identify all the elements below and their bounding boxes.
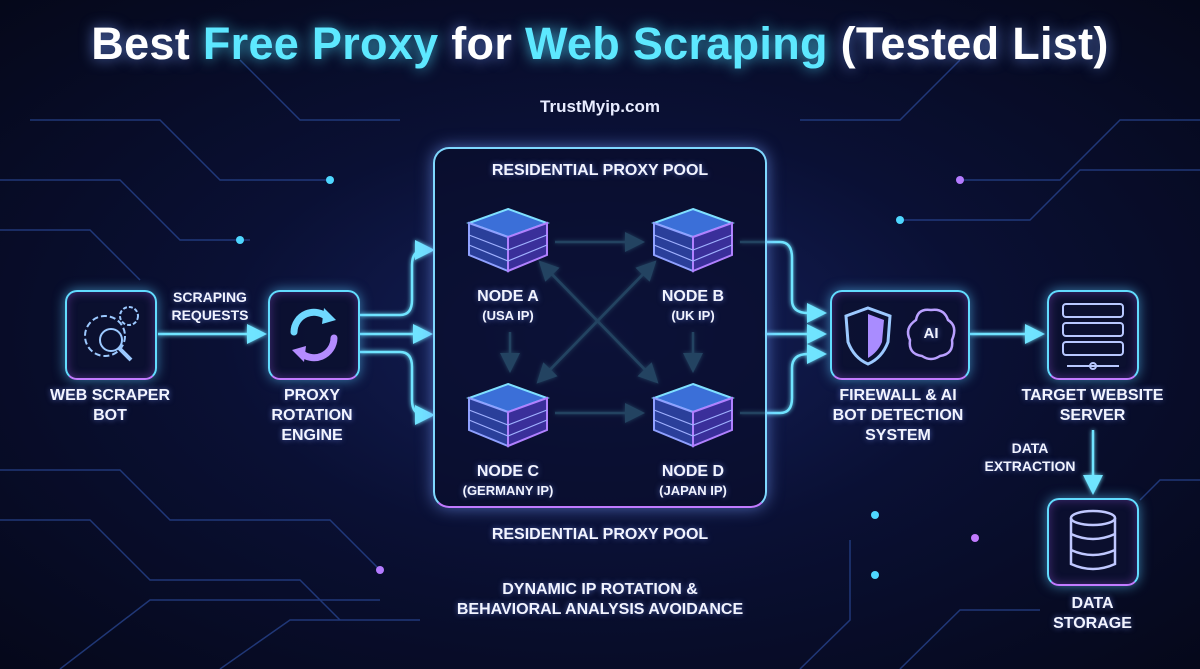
server-cube-icon (466, 207, 550, 273)
target-server-box (1047, 290, 1139, 380)
node-label: NODE A(USA IP) (477, 288, 539, 323)
proxy-node (648, 205, 738, 285)
database-icon (1069, 509, 1117, 571)
web-scraper-box (65, 290, 157, 380)
site-watermark: TrustMyip.com (540, 97, 660, 116)
shield-icon (844, 306, 892, 366)
proxy-rotation-box (268, 290, 360, 380)
background-traces (0, 59, 1200, 669)
ai-brain-icon (906, 308, 956, 361)
node-label: NODE B(UK IP) (661, 288, 725, 323)
server-cube-icon (466, 382, 550, 448)
footer-caption: DYNAMIC IP ROTATION &BEHAVIORAL ANALYSIS… (456, 581, 744, 618)
server-icon (1062, 303, 1124, 370)
ai-text: AI (923, 325, 939, 342)
server-cube-icon (651, 382, 735, 448)
proxy-node (648, 380, 738, 460)
data-storage-box (1047, 498, 1139, 586)
server-cube-icon (651, 207, 735, 273)
rotate-arrows-icon (290, 308, 338, 362)
proxy-node (463, 380, 553, 460)
pool-bottom-label: RESIDENTIAL PROXY POOL (491, 526, 709, 543)
pool-top-label: RESIDENTIAL PROXY POOL (491, 162, 709, 179)
proxy-node (463, 205, 553, 285)
node-label: NODE C(GERMANY IP) (462, 463, 554, 498)
residential-proxy-pool (433, 147, 767, 508)
trace-dots (236, 176, 979, 579)
page-title: Best Free Proxy for Web Scraping (Tested… (91, 18, 1109, 69)
firewall-box: AI (830, 290, 970, 380)
node-label: NODE D(JAPAN IP) (659, 463, 727, 498)
gear-magnifier-icon (84, 306, 139, 362)
